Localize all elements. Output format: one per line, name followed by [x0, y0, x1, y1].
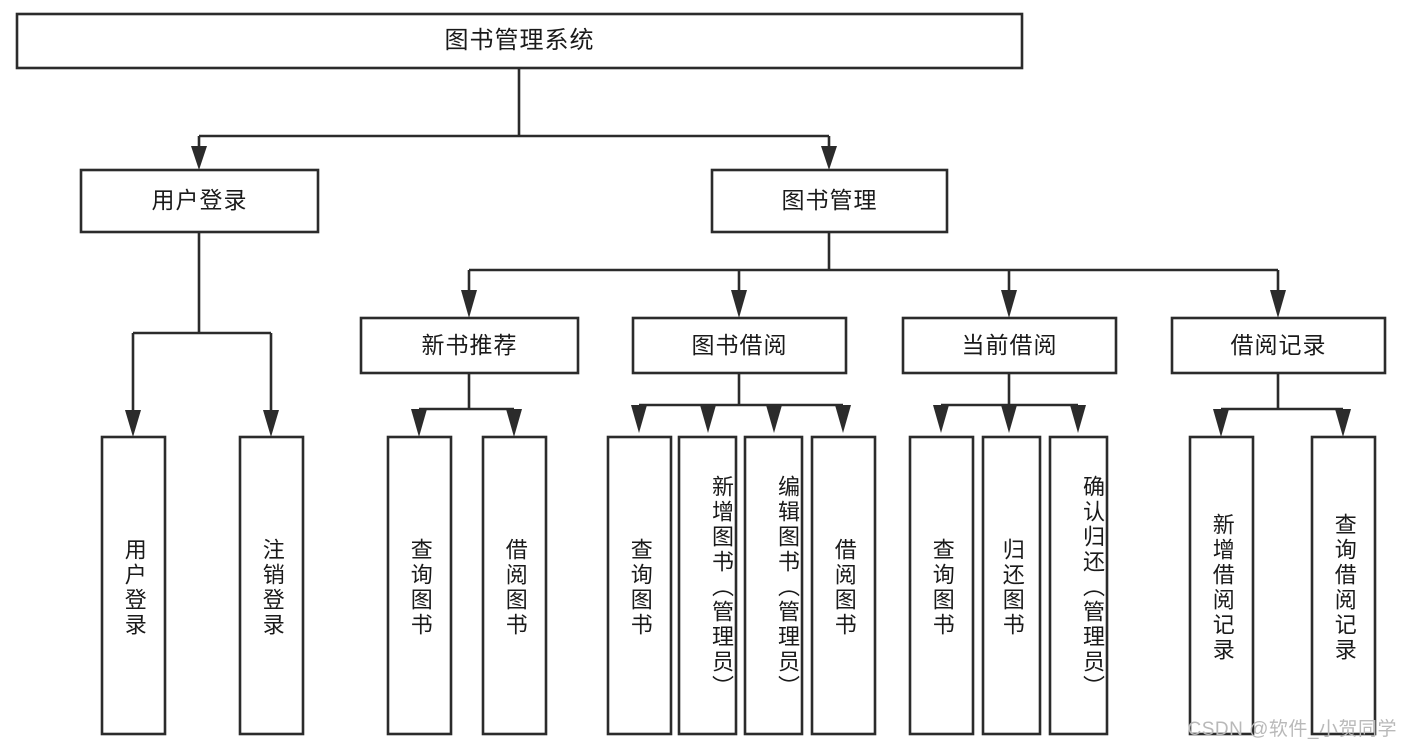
node-box-book-borrow[interactable] — [631, 316, 848, 375]
node-box-leaf-user-login[interactable] — [100, 435, 167, 736]
watermark-text: CSDN @软件_小贺同学 — [1187, 719, 1397, 740]
node-box-leaf-edit-book[interactable] — [743, 435, 804, 736]
arrow-head-book-manage — [821, 146, 837, 170]
arrow-head-current-borrow — [1001, 290, 1017, 318]
node-box-book-manage[interactable] — [710, 168, 949, 234]
arrow-head-leaf-query-record — [1335, 409, 1351, 437]
arrow-head-leaf-borrow-book-2 — [835, 405, 851, 433]
arrow-head-leaf-user-login — [125, 410, 141, 437]
node-box-leaf-borrow-book-2[interactable] — [810, 435, 877, 736]
node-box-leaf-query-book-1[interactable] — [386, 435, 453, 736]
arrow-head-leaf-add-book — [700, 405, 716, 433]
arrow-head-leaf-add-record — [1213, 409, 1229, 437]
arrow-head-leaf-logout — [263, 410, 279, 437]
edge-group-root — [191, 68, 837, 170]
node-box-borrow-record[interactable] — [1170, 316, 1387, 375]
arrow-head-user-login — [191, 146, 207, 170]
node-box-leaf-query-book-3[interactable] — [908, 435, 975, 736]
node-box-leaf-logout[interactable] — [238, 435, 305, 736]
edge-group-user-login — [125, 232, 279, 437]
arrow-head-leaf-query-book-1 — [411, 409, 427, 437]
node-box-leaf-add-book[interactable] — [677, 435, 738, 736]
node-box-leaf-query-book-2[interactable] — [606, 435, 673, 736]
arrow-head-leaf-confirm-return — [1070, 405, 1086, 433]
edge-group-new-book-rec — [411, 373, 522, 437]
node-box-root[interactable] — [15, 12, 1024, 70]
node-box-leaf-return-book[interactable] — [981, 435, 1042, 736]
edge-group-current-borrow — [933, 373, 1086, 433]
arrow-head-book-borrow — [731, 290, 747, 318]
arrow-head-leaf-return-book — [1001, 405, 1017, 433]
arrow-head-leaf-query-book-3 — [933, 405, 949, 433]
node-box-current-borrow[interactable] — [901, 316, 1118, 375]
node-box-user-login[interactable] — [79, 168, 320, 234]
node-box-new-book-rec[interactable] — [359, 316, 580, 375]
node-box-leaf-borrow-book-1[interactable] — [481, 435, 548, 736]
edge-group-book-borrow — [631, 373, 851, 433]
arrow-head-new-book-rec — [461, 290, 477, 318]
edge-group-borrow-record — [1213, 373, 1351, 437]
node-box-leaf-add-record[interactable] — [1188, 435, 1255, 736]
arrow-head-leaf-edit-book — [766, 405, 782, 433]
edge-group-book-manage — [461, 232, 1286, 318]
node-box-leaf-query-record[interactable] — [1310, 435, 1377, 736]
arrow-head-borrow-record — [1270, 290, 1286, 318]
arrow-head-leaf-query-book-2 — [631, 405, 647, 433]
arrow-head-leaf-borrow-book-1 — [506, 409, 522, 437]
node-box-leaf-confirm-return[interactable] — [1048, 435, 1109, 736]
